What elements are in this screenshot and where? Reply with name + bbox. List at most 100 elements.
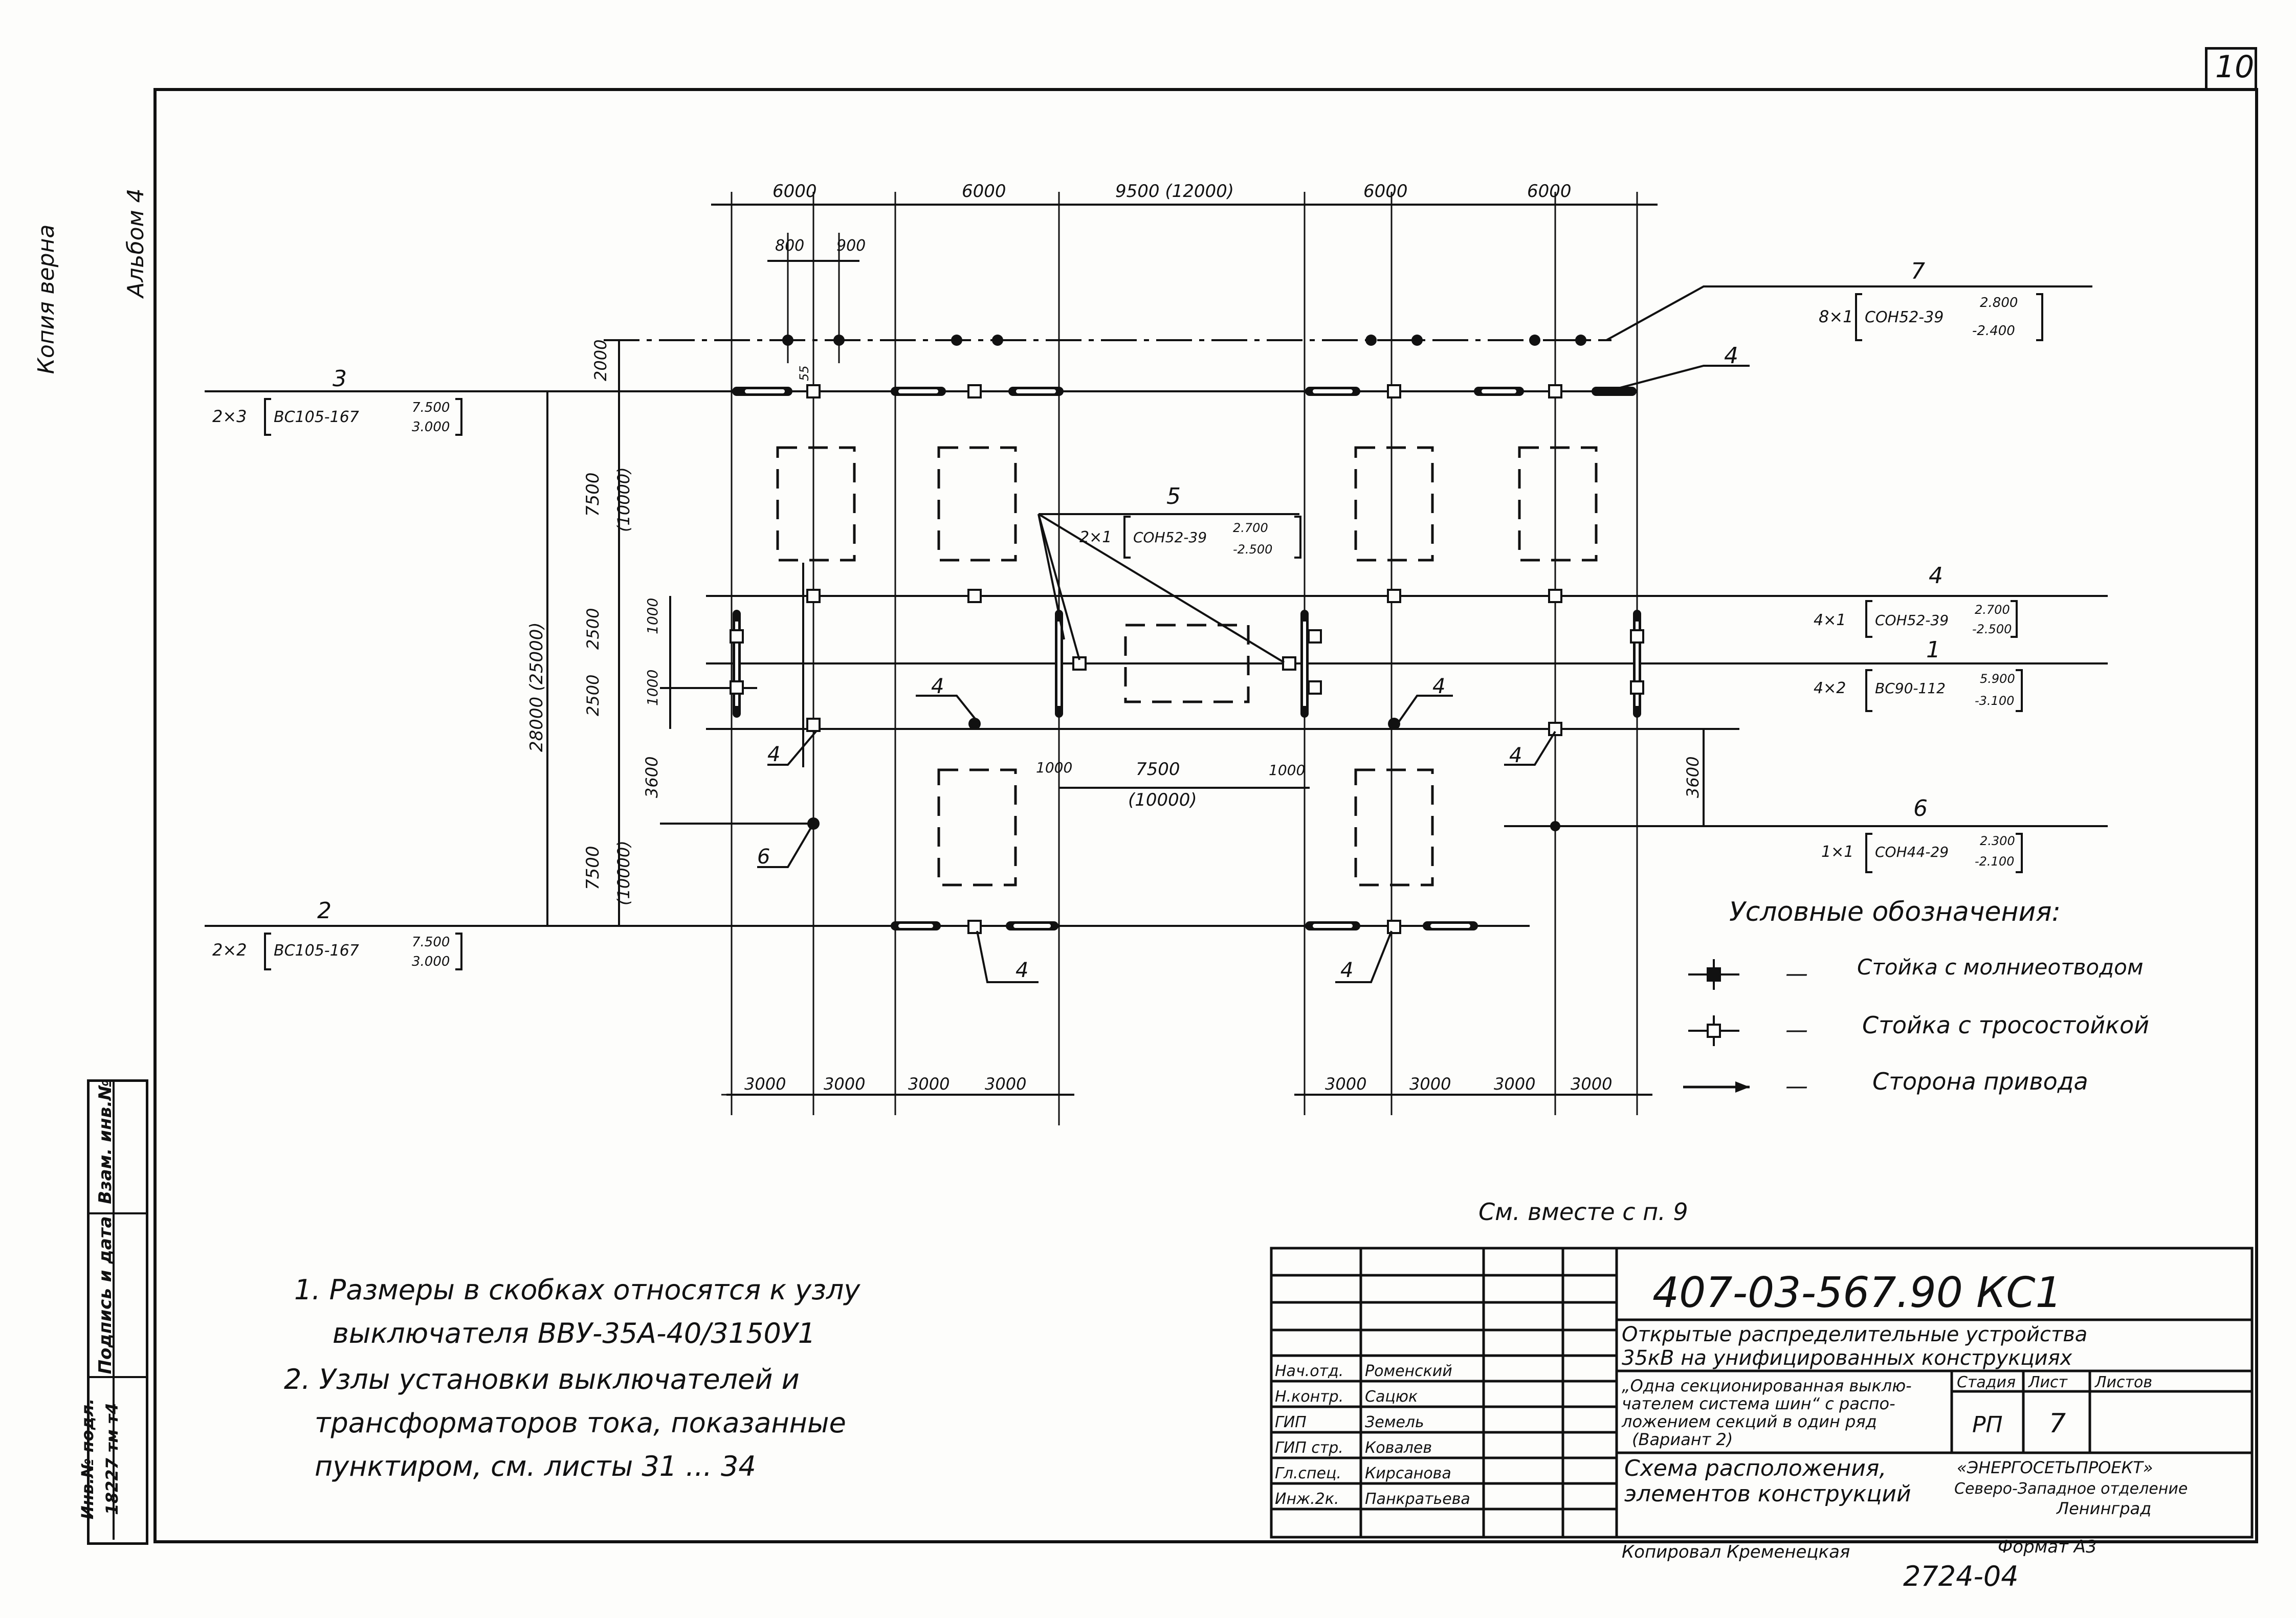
leader-4-bot-l: 4 xyxy=(1015,959,1028,982)
callout-2-qty: 2×2 xyxy=(212,940,247,960)
callout-2-num: 2 xyxy=(317,898,332,924)
role-2: Н.контр. xyxy=(1275,1388,1343,1406)
dim-bottom-l-1: 3000 xyxy=(744,1074,786,1094)
callout-7-mark: СОН52-39 xyxy=(1865,308,1944,326)
see-also: См. вместе с п. 9 xyxy=(1478,1198,1688,1226)
dim-900: 900 xyxy=(836,237,866,255)
leader-4-right: 4 xyxy=(1509,744,1522,767)
callout-2-top: 7.500 xyxy=(412,935,450,950)
legend-title: Условные обозначения: xyxy=(1729,897,2061,927)
archive-number: 2724-04 xyxy=(1903,1560,2019,1592)
subtitle-4: (Вариант 2) xyxy=(1632,1430,1733,1449)
subtitle-3: ложением секций в один ряд xyxy=(1621,1412,1877,1431)
side-stamp-divider-1 xyxy=(87,1212,148,1214)
legend-label-3: Сторона привода xyxy=(1872,1068,2088,1095)
name-2: Сацюк xyxy=(1365,1388,1418,1406)
subtitle-1: „Одна секционированная выклю- xyxy=(1622,1376,1912,1395)
busbar-inner xyxy=(745,389,1516,928)
note-2b: трансформаторов тока, показанные xyxy=(315,1407,846,1439)
callout-3-bottom: 3.000 xyxy=(412,419,450,435)
stage-value: РП xyxy=(1972,1412,2003,1438)
note-2: 2. Узлы установки выключателей и xyxy=(284,1363,800,1395)
name-6: Панкратьева xyxy=(1365,1490,1470,1508)
callout-4-qty: 4×1 xyxy=(1814,611,1846,629)
leader-4-bot-r: 4 xyxy=(1340,959,1353,982)
sheet-name-2: элементов конструкций xyxy=(1624,1481,1911,1507)
dim-2500-b: 2500 xyxy=(583,675,603,716)
dim-6000-d: 6000 xyxy=(1527,181,1572,202)
callout-7-bottom: -2.400 xyxy=(1972,323,2015,339)
dim-bottom-r-4: 3000 xyxy=(1571,1074,1612,1094)
callout-5-bottom: -2.500 xyxy=(1233,542,1272,557)
callout-4-top: 2.700 xyxy=(1975,603,2010,617)
dim-7500-a: 7500 xyxy=(583,472,603,517)
stage-label: Стадия xyxy=(1957,1373,2016,1391)
sheet-value: 7 xyxy=(2049,1408,2066,1439)
drive-side-arrow-icon xyxy=(1683,1081,1750,1093)
column-lines xyxy=(731,192,1638,1125)
dim-3600-left: 3600 xyxy=(642,757,661,798)
dim-6000-c: 6000 xyxy=(1363,181,1408,202)
dim-10000-mid: (10000) xyxy=(1128,790,1197,810)
dim-6000-a: 6000 xyxy=(772,181,817,202)
callout-3-qty: 2×3 xyxy=(212,407,247,426)
callout-6-num: 6 xyxy=(1913,795,1928,822)
dim-total: 28000 (25000) xyxy=(526,622,547,752)
callout-leaders xyxy=(205,285,2108,983)
title-block-grid xyxy=(1270,1247,2254,1539)
callout-3-top: 7.500 xyxy=(412,400,450,415)
dim-6000-b: 6000 xyxy=(962,181,1006,202)
dim-1000-a: 1000 xyxy=(644,598,661,634)
side-stamp-vline xyxy=(113,1079,115,1540)
callout-1-qty: 4×2 xyxy=(1814,679,1846,697)
callout-1-bottom: -3.100 xyxy=(1975,694,2014,708)
callout-1-top: 5.900 xyxy=(1980,672,2015,686)
dim-7500-b-alt: (10000) xyxy=(614,840,633,905)
callout-3-mark: ВС105-167 xyxy=(274,408,359,426)
name-3: Земель xyxy=(1365,1413,1424,1431)
role-3: ГИП xyxy=(1275,1413,1307,1431)
left-dimension xyxy=(546,340,1705,926)
leader-4-topright: 4 xyxy=(1724,343,1738,369)
callout-5-top: 2.700 xyxy=(1233,521,1268,535)
leader-6: 6 xyxy=(757,845,770,869)
org-2: Северо-Западное отделение xyxy=(1954,1480,2188,1498)
org-1: «ЭНЕРГОСЕТЬПРОЕКТ» xyxy=(1957,1458,2153,1477)
dim-9500: 9500 (12000) xyxy=(1115,181,1234,202)
name-4: Ковалев xyxy=(1365,1439,1432,1457)
sheet-corner-box xyxy=(2205,47,2257,91)
org-3: Ленинград xyxy=(2056,1499,2151,1518)
dim-55: 55 xyxy=(797,365,811,381)
sheet-frame xyxy=(153,88,2258,1543)
legend-dash-3: — xyxy=(1785,1073,1808,1099)
name-5: Кирсанова xyxy=(1365,1465,1451,1482)
dim-7500-a-alt: (10000) xyxy=(614,467,633,532)
callout-1-num: 1 xyxy=(1926,637,1940,663)
side-stamp-divider-2 xyxy=(87,1376,148,1378)
sheet-corner-number: 10 xyxy=(2215,49,2255,85)
callout-3-num: 3 xyxy=(333,366,347,392)
callout-6-mark: СОН44-29 xyxy=(1875,844,1949,860)
callout-5-qty: 2×1 xyxy=(1079,528,1112,546)
callout-7-qty: 8×1 xyxy=(1819,307,1853,326)
callout-7-top: 2.800 xyxy=(1980,295,2018,311)
callout-2-mark: ВС105-167 xyxy=(274,942,359,960)
legend-dash-2: — xyxy=(1785,1017,1808,1043)
post-with-lightning-rod-icon xyxy=(1688,959,1739,990)
doc-code: 407-03-567.90 КС1 xyxy=(1652,1269,2062,1317)
dim-bottom-r-3: 3000 xyxy=(1494,1074,1535,1094)
note-1b: выключателя ВВУ-35А-40/3150У1 xyxy=(333,1317,815,1349)
note-1: 1. Размеры в скобках относятся к узлу xyxy=(294,1274,860,1306)
sheets-label: Листов xyxy=(2094,1373,2152,1391)
callout-5-mark: СОН52-39 xyxy=(1133,529,1207,546)
dim-bottom-r-2: 3000 xyxy=(1409,1074,1451,1094)
horizontal-lines xyxy=(205,390,2108,1096)
dim-bottom-l-3: 3000 xyxy=(908,1074,950,1094)
busbars xyxy=(732,387,1637,930)
role-1: Нач.отд. xyxy=(1275,1362,1343,1380)
callout-4-mark: СОН52-39 xyxy=(1875,612,1949,629)
dim-bottom-r-1: 3000 xyxy=(1325,1074,1366,1094)
project-title-2: 35кВ на унифицированных конструкциях xyxy=(1622,1346,2072,1370)
dim-1000-b: 1000 xyxy=(644,670,661,706)
